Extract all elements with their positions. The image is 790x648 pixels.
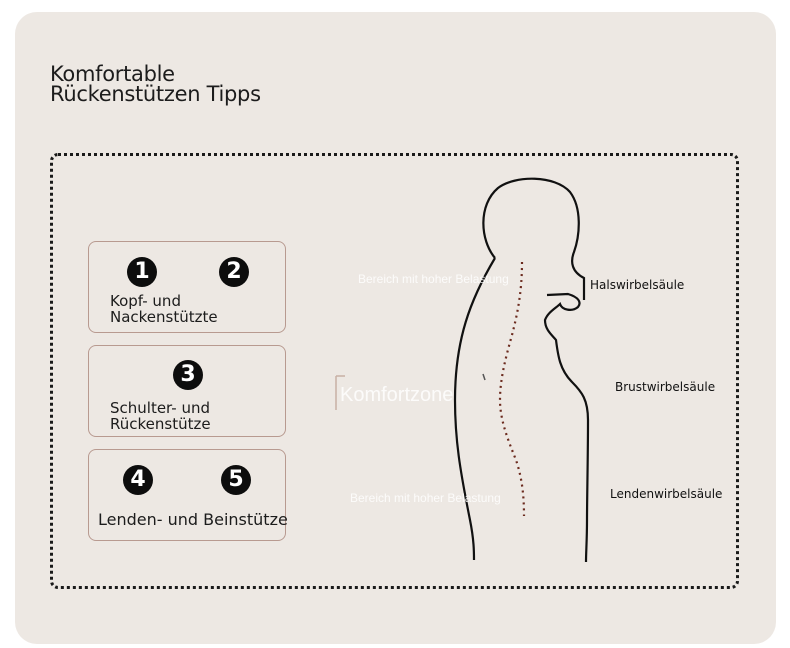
- front-outline: [543, 292, 590, 563]
- number-badge-4: 4: [123, 465, 153, 495]
- support-box-label: Schulter- und Rückenstütze: [110, 399, 211, 433]
- page-title: Komfortable Rückenstützen Tipps: [50, 62, 261, 106]
- thoracic-spine-label: Brustwirbelsäule: [615, 380, 716, 394]
- support-box-label: Lenden- und Beinstütze: [98, 510, 288, 529]
- spine-dotted-line: [498, 261, 526, 517]
- comfort-zone-label: Komfortzone: [340, 384, 454, 406]
- number-badge-1: 1: [127, 257, 157, 287]
- number-badge-3: 3: [173, 360, 203, 390]
- support-box-label: Kopf- und Nackenstützte: [110, 292, 218, 326]
- tick-mark: [482, 373, 486, 381]
- back-outline: [482, 177, 586, 300]
- spine-back-curve: [453, 257, 496, 561]
- cervical-spine-label: Halswirbelsäule: [590, 278, 685, 292]
- lumbar-spine-label: Lendenwirbelsäule: [610, 487, 723, 501]
- diagram-frame: [50, 153, 739, 589]
- support-box-head-neck: 1 2 Kopf- und Nackenstützte: [88, 241, 286, 333]
- comfort-bracket: [335, 375, 345, 410]
- support-box-shoulder-back: 3 Schulter- und Rückenstütze: [88, 345, 286, 437]
- high-load-zone-label-top: Bereich mit hoher Belastung: [358, 272, 509, 286]
- number-badge-2: 2: [219, 257, 249, 287]
- high-load-zone-label-bottom: Bereich mit hoher Belastung: [350, 491, 501, 505]
- support-box-lumbar-legs: 4 5 Lenden- und Beinstütze: [88, 449, 288, 541]
- card-background: [15, 12, 776, 644]
- number-badge-5: 5: [221, 465, 251, 495]
